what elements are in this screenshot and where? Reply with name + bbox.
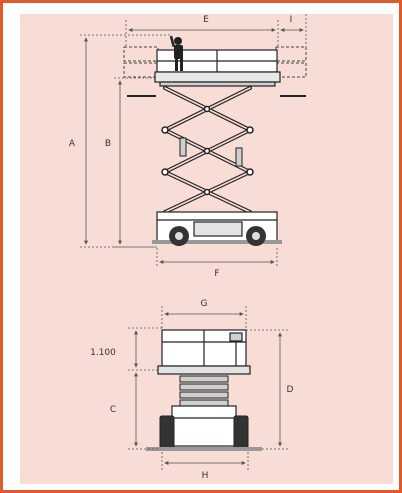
platform-deck bbox=[154, 49, 281, 87]
dimension-1100 bbox=[128, 327, 162, 371]
dimension-h bbox=[161, 452, 249, 470]
lift-cylinders bbox=[179, 137, 243, 167]
dimension-e-label: E bbox=[203, 15, 209, 25]
operator-icon bbox=[169, 35, 183, 71]
dimension-i-label: I bbox=[290, 15, 293, 25]
dimension-d-label: D bbox=[287, 385, 294, 395]
dimension-a bbox=[80, 34, 172, 248]
dimension-g-label: G bbox=[201, 299, 208, 309]
dimension-1100-label: 1.100 bbox=[90, 348, 116, 358]
platform-extension-left bbox=[123, 46, 159, 78]
dimension-g bbox=[161, 306, 247, 328]
dimension-c-label: C bbox=[110, 405, 116, 415]
front-ground bbox=[146, 447, 262, 451]
front-scissor-stack bbox=[179, 375, 229, 407]
dimension-b bbox=[114, 77, 157, 248]
front-chassis bbox=[171, 405, 237, 447]
dimension-f-label: F bbox=[214, 269, 219, 279]
dimension-f bbox=[156, 248, 278, 268]
dimension-h-label: H bbox=[202, 471, 209, 481]
side-view: A B E I F bbox=[69, 14, 307, 279]
front-wheels bbox=[159, 415, 249, 449]
front-view: G 1.100 C D H bbox=[90, 299, 293, 481]
front-platform bbox=[157, 329, 251, 375]
dimension-i bbox=[280, 14, 307, 47]
dimension-b-label: B bbox=[105, 139, 111, 149]
dimension-e bbox=[125, 20, 279, 47]
dimension-d bbox=[246, 329, 290, 450]
side-wheels bbox=[169, 226, 266, 246]
dimension-a-label: A bbox=[69, 139, 76, 149]
dimension-c bbox=[128, 372, 158, 450]
scissor-pins bbox=[161, 105, 254, 196]
